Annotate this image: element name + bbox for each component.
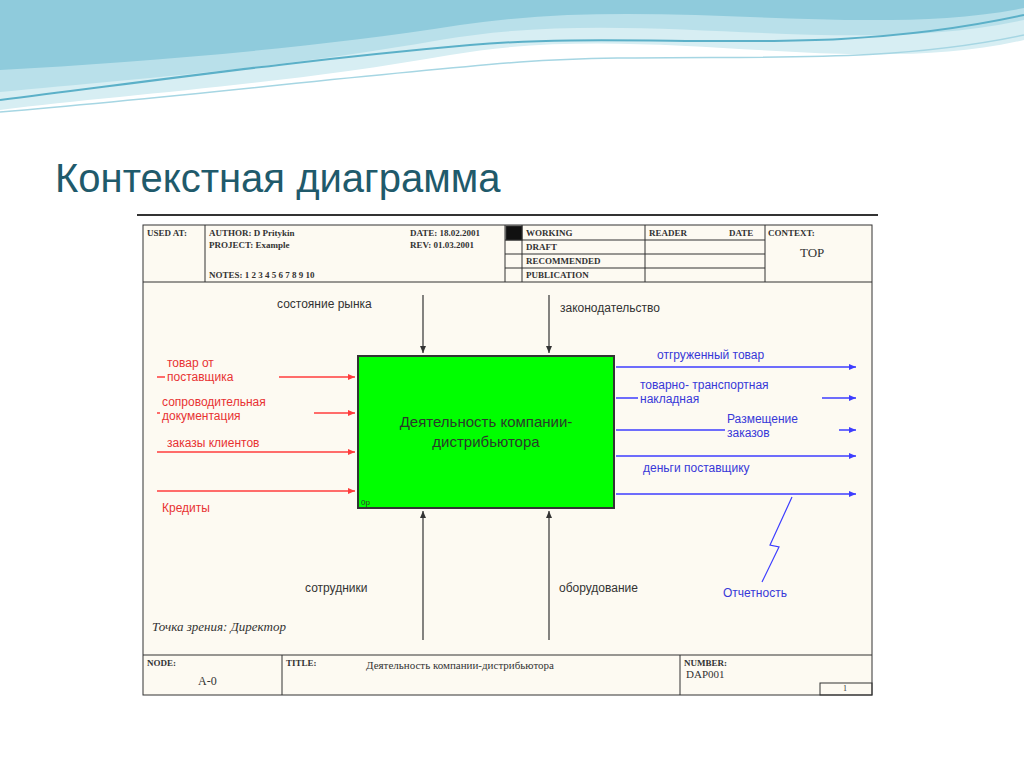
header-wave [0,0,1024,112]
status-field: PUBLICATION [526,270,589,281]
header-field: DATE: 18.02.2001 [410,228,480,239]
process-name: Деятельность компании-дистрибьютора [359,412,613,453]
header-field: CONTEXT: [768,228,815,239]
output-label: деньги поставщику [643,461,750,475]
idef0-frame [137,215,878,695]
input-label: Кредиты [162,501,210,515]
mechanism-label: оборудование [559,581,638,595]
mechanism-label: сотрудники [305,581,367,595]
control-label: состояние рынка [277,297,372,311]
input-arrows [157,377,355,491]
output-label: отгруженный товар [657,348,764,362]
output-label: товарно- транспортная накладная [638,378,822,407]
input-label: товар от поставщика [165,356,279,385]
header-field: PROJECT: Example [209,240,290,251]
control-label: законодательство [560,301,660,315]
header-field: USED AT: [147,228,187,239]
header-field: REV: 01.03.2001 [410,240,474,251]
diagram-title: Деятельность компании-дистрибьютора [366,659,554,672]
status-field: DRAFT [526,242,557,253]
diagram-number: DAP001 [686,668,725,681]
process-box: Деятельность компании-дистрибьютора 0р [357,355,615,509]
header-field: AUTHOR: D Pritykin [209,228,295,239]
footer-field: NODE: [147,658,176,669]
node-number: A-0 [198,674,217,688]
viewpoint-note: Точка зрения: Директор [152,619,286,635]
footer-field: TITLE: [286,658,317,669]
header-field: READER [649,228,687,239]
output-label: Размещение заказов [725,412,839,441]
header-field: NOTES: 1 2 3 4 5 6 7 8 9 10 [209,270,315,281]
footer-field: NUMBER: [684,658,727,669]
cost-mark: 0р [361,498,370,507]
header-field: DATE [729,228,753,239]
page-number: 1 [843,684,847,694]
input-label: заказы клиентов [165,436,279,450]
slide-title: Контекстная диаграмма [55,156,500,201]
output-label: Отчетность [723,586,787,600]
context-value: TOP [800,245,824,261]
input-label: сопроводительная документация [160,395,314,424]
status-field: WORKING [526,228,573,239]
output-arrows [616,367,856,582]
status-field: RECOMMENDED [526,256,601,267]
